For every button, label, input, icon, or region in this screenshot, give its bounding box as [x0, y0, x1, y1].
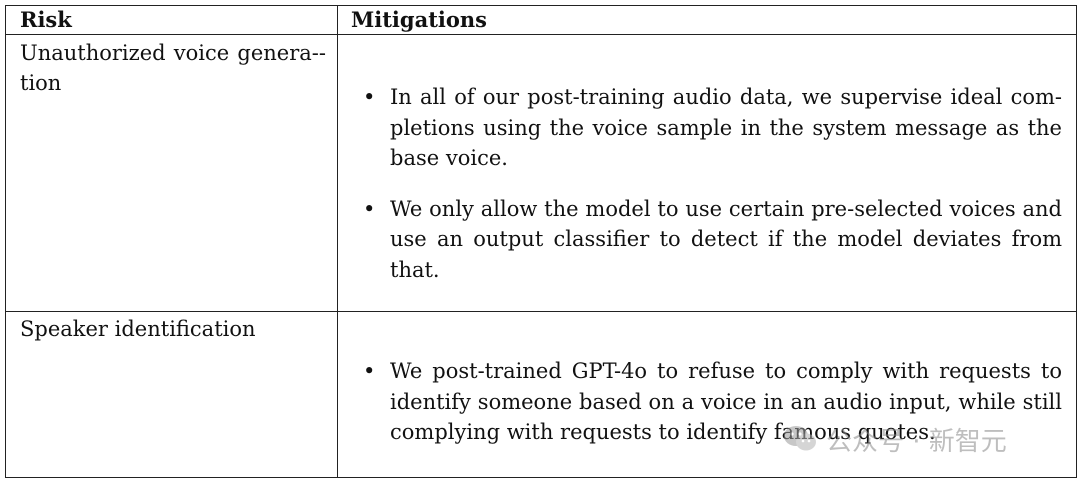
header-mitigations: Mitigations [351, 7, 487, 32]
header-risk: Risk [20, 7, 72, 32]
mitigation-text: We post-trained GPT-4o to refuse to comp… [390, 359, 1062, 444]
header-divider [6, 34, 1076, 35]
mitigation-text: We only allow the model to use certain p… [390, 196, 1062, 282]
mitigation-item: We only allow the model to use certain p… [390, 194, 1062, 286]
risk-text: Unauthorized voice genera-­tion [20, 41, 326, 95]
mitigation-list-speaker-identification: We post-trained GPT-4o to refuse to comp… [390, 356, 1062, 448]
row-divider [6, 311, 1076, 312]
mitigation-text: In all of our post-training audio data, … [390, 85, 1062, 170]
mitigation-item: In all of our post-training audio data, … [390, 82, 1062, 174]
risk-cell-unauthorized-voice: Unauthorized voice genera-­tion [20, 38, 326, 98]
wechat-logo-icon [784, 426, 816, 451]
column-divider [337, 6, 338, 477]
mitigation-item: We post-trained GPT-4o to refuse to comp… [390, 356, 1062, 448]
watermark: 公众号 · 新智元 [782, 419, 1007, 459]
risk-cell-speaker-identification: Speaker identification [20, 314, 326, 344]
risk-mitigation-table: Risk Mitigations Unauthorized voice gene… [5, 5, 1077, 478]
mitigation-list-unauthorized-voice: In all of our post-training audio data, … [390, 82, 1062, 285]
bullet-icon [363, 194, 375, 225]
bullet-icon [363, 356, 375, 387]
risk-text: Speaker identification [20, 317, 256, 341]
watermark-text: 公众号 · 新智元 [826, 426, 1007, 457]
bullet-icon [363, 82, 375, 113]
